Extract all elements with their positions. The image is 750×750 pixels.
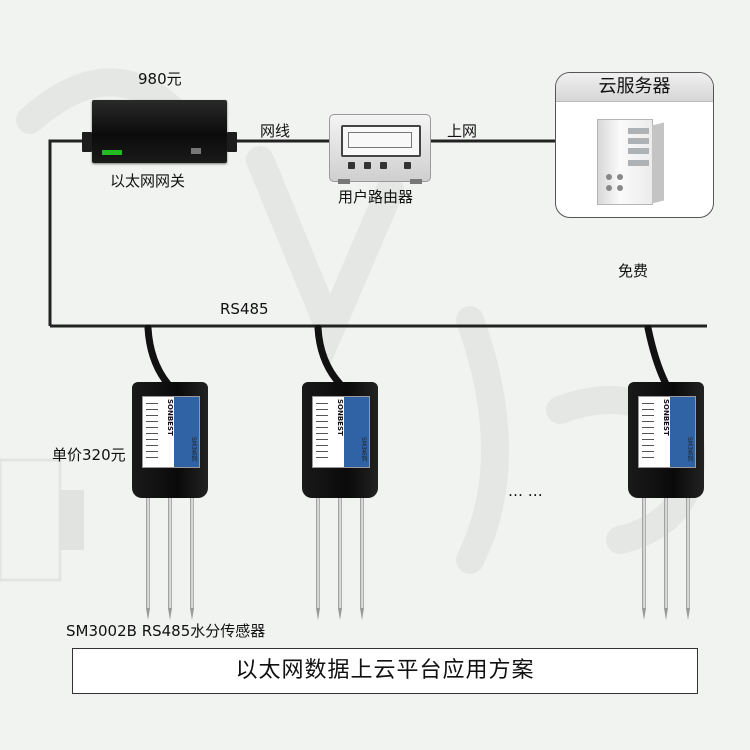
router-device: [329, 114, 431, 184]
sensor-brand: SONBEST: [336, 399, 344, 436]
bus-label: RS485: [220, 300, 269, 318]
server-free-note: 免费: [618, 262, 649, 280]
moisture-sensor-1: SONBEST SM3系列: [132, 330, 222, 690]
more-sensors-ellipsis: … …: [508, 482, 543, 500]
cloud-server-panel: 云服务器: [555, 72, 714, 218]
link-label-internet: 上网: [447, 122, 478, 140]
sensor-series: SM3系列: [360, 437, 367, 462]
cloud-server-title: 云服务器: [556, 73, 713, 102]
diagram-title: 以太网数据上云平台应用方案: [72, 648, 698, 694]
link-gateway-bus: [48, 139, 92, 326]
moisture-sensor-2: SONBEST SM3系列: [302, 330, 392, 690]
gateway-label: 以太网网关: [110, 172, 186, 190]
server-tower-icon: [597, 119, 664, 205]
router-label: 用户路由器: [338, 188, 414, 206]
sensor-series: SM3系列: [686, 437, 693, 462]
sensor-unit-price: 单价320元: [52, 446, 126, 464]
sensor-series: SM3系列: [190, 437, 197, 462]
moisture-sensor-3: SONBEST SM3系列: [628, 330, 718, 690]
link-label-ethernet-cable: 网线: [260, 122, 291, 140]
sensor-model-label: SM3002B RS485水分传感器: [66, 622, 266, 640]
gateway-price: 980元: [138, 70, 182, 88]
sensor-brand: SONBEST: [662, 399, 670, 436]
sensor-brand: SONBEST: [166, 399, 174, 436]
ethernet-gateway-device: [82, 100, 237, 163]
